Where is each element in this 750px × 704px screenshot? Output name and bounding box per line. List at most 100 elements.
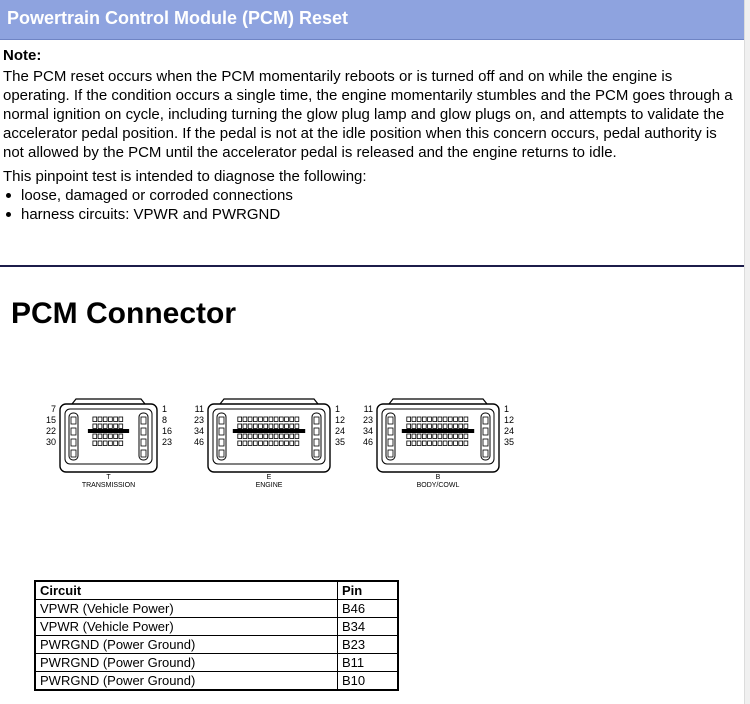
pin-number-label: 35	[335, 437, 345, 447]
connector-latch-right	[480, 412, 491, 461]
cavity	[273, 416, 279, 422]
cavity	[447, 440, 453, 446]
table-row: VPWR (Vehicle Power) B46	[34, 599, 399, 618]
cavity	[118, 440, 124, 446]
connector-body	[376, 403, 500, 473]
page-header: Powertrain Control Module (PCM) Reset	[0, 0, 744, 40]
connector-latch-left	[68, 412, 79, 461]
cavity	[442, 433, 448, 439]
circuit-cell: VPWR (Vehicle Power)	[34, 599, 338, 618]
connector-key	[71, 398, 146, 405]
cavity	[97, 416, 103, 422]
cavity	[108, 440, 113, 446]
cavity	[92, 433, 98, 439]
pin-number-label: 24	[335, 426, 345, 436]
table-row: PWRGND (Power Ground) B11	[34, 653, 399, 672]
latch-pin	[218, 449, 225, 458]
cavity	[294, 416, 300, 422]
column-header-pin: Pin	[337, 580, 399, 600]
cavity	[97, 440, 103, 446]
cavity	[284, 416, 289, 422]
cavity	[463, 433, 469, 439]
list-item: harness circuits: VPWR and PWRGND	[3, 205, 738, 224]
cavity	[437, 440, 443, 446]
pin-number-label: 23	[363, 415, 373, 425]
cavity	[92, 440, 98, 446]
connector-frame	[381, 408, 495, 465]
latch-pin	[482, 416, 489, 425]
cavity	[284, 423, 289, 429]
cavity	[268, 440, 274, 446]
latch-pin	[140, 427, 147, 436]
cavity	[108, 416, 113, 422]
connector-latch-left	[216, 412, 227, 461]
cavity	[411, 440, 417, 446]
cavity	[258, 433, 263, 439]
section-title: PCM Connector	[11, 297, 236, 330]
latch-pin	[387, 416, 394, 425]
pin-number-label: 1	[504, 404, 509, 414]
pin-number-label: 12	[335, 415, 345, 425]
connector-key	[388, 398, 488, 405]
latch-pin	[140, 449, 147, 458]
vertical-scrollbar[interactable]	[744, 0, 750, 704]
pin-cell: B11	[337, 653, 399, 672]
circuit-cell: PWRGND (Power Ground)	[34, 671, 338, 691]
connector-name: TRANSMISSION	[82, 482, 135, 489]
cavity	[421, 423, 427, 429]
cavity	[427, 416, 432, 422]
connector-frame	[212, 408, 326, 465]
page-title: Powertrain Control Module (PCM) Reset	[7, 8, 349, 28]
table-row: PWRGND (Power Ground) B23	[34, 635, 399, 654]
connector-latch-right	[311, 412, 322, 461]
pin-number-label: 1	[335, 404, 340, 414]
cavity	[458, 440, 463, 446]
connector-letter: T	[106, 474, 111, 481]
connector-name: BODY/COWL	[417, 482, 460, 489]
cavity	[463, 440, 469, 446]
cavity	[258, 423, 263, 429]
connector-key	[219, 398, 319, 405]
cavity	[97, 433, 103, 439]
latch-pin	[313, 438, 320, 447]
cavity	[263, 416, 268, 422]
connector-body	[59, 403, 158, 473]
cavity	[294, 433, 300, 439]
cavity	[289, 433, 294, 439]
cavity	[411, 433, 417, 439]
cavity	[102, 440, 108, 446]
table-row: PWRGND (Power Ground) B10	[34, 671, 399, 691]
pin-number-label: 35	[504, 437, 514, 447]
cavity	[458, 416, 463, 422]
table-row: VPWR (Vehicle Power) B34	[34, 617, 399, 636]
latch-pin	[140, 416, 147, 425]
cavity	[97, 423, 103, 429]
latch-pin	[482, 438, 489, 447]
cavity	[447, 433, 453, 439]
cavity	[237, 440, 243, 446]
cavity	[458, 423, 463, 429]
cavity	[427, 423, 432, 429]
connector-body	[207, 403, 331, 473]
cavity	[427, 433, 432, 439]
cavity	[294, 440, 300, 446]
cavity	[113, 440, 118, 446]
cavity	[268, 433, 274, 439]
bullet-list: loose, damaged or corroded connections h…	[3, 186, 738, 224]
circuit-cell: PWRGND (Power Ground)	[34, 653, 338, 672]
pin-number-label: 23	[194, 415, 204, 425]
latch-pin	[218, 438, 225, 447]
pin-number-label: 11	[195, 404, 204, 414]
cavity	[284, 440, 289, 446]
connector-latch-right	[138, 412, 149, 461]
cavity	[416, 440, 422, 446]
latch-pin	[70, 438, 77, 447]
connector-frame	[64, 408, 153, 465]
latch-pin	[387, 449, 394, 458]
cavity	[411, 416, 417, 422]
center-rail	[232, 429, 306, 433]
pin-cell: B46	[337, 599, 399, 618]
cavity	[247, 440, 253, 446]
circuit-pin-table: Circuit Pin VPWR (Vehicle Power) B46 VPW…	[34, 580, 399, 691]
bullet-icon	[6, 212, 11, 217]
